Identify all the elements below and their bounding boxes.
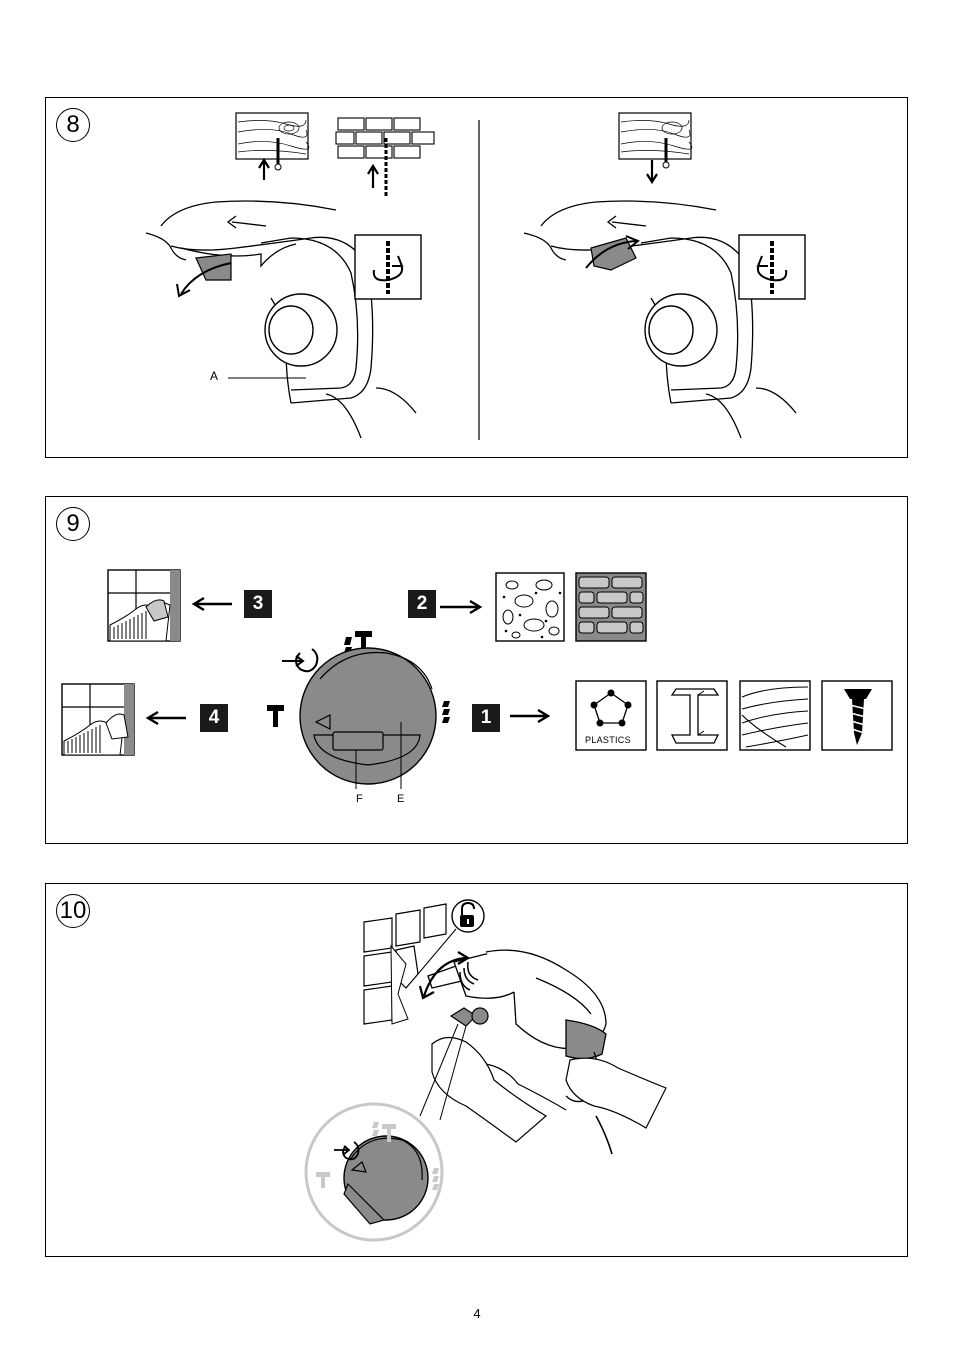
drill-mode-icon [442, 701, 450, 723]
mode-badge-4: 4 [200, 704, 228, 732]
arrow-up-icon [259, 160, 269, 180]
arrow-left-icon [194, 598, 232, 610]
label-e: E [397, 793, 404, 805]
label-a: A [210, 369, 218, 383]
arrow-up-icon [368, 166, 378, 188]
arrow-right-icon [510, 710, 548, 722]
steel-material-icon [657, 681, 727, 750]
screw-material-icon [822, 681, 892, 750]
chisel-wall-icon [62, 684, 134, 755]
figure-8-panel: 8 [45, 97, 908, 458]
mode-badge-1: 1 [472, 704, 500, 732]
arrow-left-icon [228, 216, 266, 228]
hammer-mode-icon [267, 705, 284, 727]
arrow-right-icon [440, 601, 480, 613]
plastics-label: PLASTICS [585, 735, 631, 745]
arrow-down-icon [647, 160, 657, 182]
zoomed-mode-selector [306, 1104, 442, 1240]
chisel-wall-icon [108, 570, 180, 641]
mode-selector-knob [300, 648, 436, 789]
rotation-stop-icon [282, 649, 317, 671]
brick-material-icon [336, 118, 434, 198]
wood-material-icon [740, 681, 810, 750]
power-cord [596, 1116, 612, 1154]
mode-badge-3: 3 [244, 590, 272, 618]
page-number: 4 [0, 1306, 954, 1321]
figure-8-illustration [46, 98, 909, 459]
figure-10-panel: 10 [45, 883, 908, 1257]
arrow-left-icon [148, 712, 186, 724]
figure-10-illustration [46, 884, 909, 1258]
mode-badge-2: 2 [408, 590, 436, 618]
switch-lever [591, 238, 636, 270]
clockwise-rotation-icon [355, 235, 421, 299]
arrow-left-icon [608, 216, 646, 228]
knob-inner [269, 306, 313, 354]
brick-material-icon [576, 573, 646, 641]
concrete-material-icon [496, 573, 564, 641]
figure-9-panel: 9 [45, 496, 908, 844]
knob-inner [649, 306, 693, 354]
wood-material-icon [236, 113, 309, 170]
label-f: F [356, 793, 363, 805]
counterclockwise-rotation-icon [739, 235, 805, 299]
figure-9-illustration [46, 497, 909, 845]
wood-material-icon [619, 113, 692, 168]
